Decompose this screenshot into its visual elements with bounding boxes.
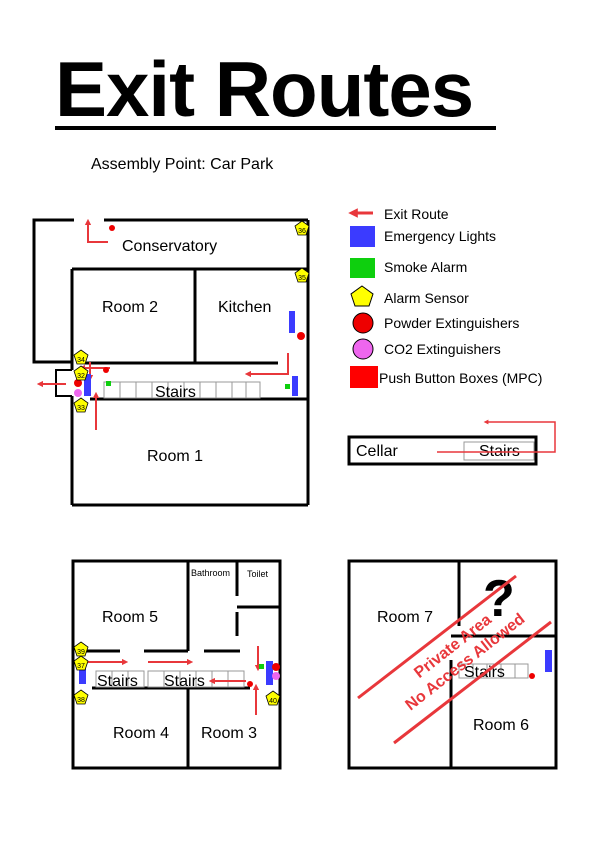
ground-exit-routes (36, 218, 289, 430)
powder-extinguisher-icon (352, 312, 374, 334)
smoke-alarm-icon (285, 384, 290, 389)
room-label-room4: Room 4 (113, 725, 169, 742)
alarm-sensor-icon: 33 (73, 397, 89, 413)
emergency-light-icon (289, 311, 295, 333)
powder-extinguisher-icon (74, 379, 82, 387)
smoke-alarm-icon (350, 258, 375, 278)
page-title: Exit Routes (55, 45, 474, 133)
svg-text:32: 32 (77, 373, 85, 380)
svg-text:33: 33 (77, 405, 85, 412)
powder-extinguisher-icon (272, 663, 280, 671)
legend-label: Push Button Boxes (MPC) (379, 370, 542, 386)
alarm-sensor-icon: 40 (265, 690, 281, 706)
room-label-kitchen: Kitchen (218, 299, 271, 316)
legend-label: CO2 Extinguishers (384, 341, 501, 357)
emergency-light-icon (84, 374, 91, 396)
co2-extinguisher-icon (272, 672, 280, 680)
legend-item-exit-route: Exit Route (348, 206, 449, 222)
co2-extinguisher-icon (74, 389, 82, 397)
legend-label: Alarm Sensor (384, 290, 469, 306)
top-floor-plan (347, 559, 558, 770)
room-label-conservatory: Conservatory (122, 238, 217, 255)
powder-extinguisher-icon (109, 225, 115, 231)
emergency-light-icon (292, 376, 298, 396)
svg-text:38: 38 (77, 697, 85, 704)
legend-item-co2-extinguishers: CO2 Extinguishers (352, 338, 501, 360)
room-label-room6: Room 6 (473, 717, 529, 734)
svg-text:35: 35 (298, 275, 306, 282)
emergency-light-icon (266, 661, 273, 685)
legend-label: Powder Extinguishers (384, 315, 519, 331)
exit-route-arrow (84, 218, 108, 243)
ground-floor-devices: 36 35 34 32 33 (73, 220, 310, 413)
room-label-room2: Room 2 (102, 299, 158, 316)
emergency-light-icon (79, 664, 86, 684)
assembly-point-label: Assembly Point: Car Park (91, 156, 274, 173)
building-wall (71, 559, 282, 770)
first-floor-exit-routes (88, 646, 262, 715)
legend-item-emergency-lights: Emergency Lights (350, 226, 496, 247)
cellar-label: Cellar (356, 443, 398, 460)
room-label-room7: Room 7 (377, 609, 433, 626)
room-label-room3: Room 3 (201, 725, 257, 742)
alarm-sensor-icon: 38 (73, 689, 89, 705)
alarm-sensor-icon: 34 (73, 349, 89, 365)
legend-item-alarm-sensor: Alarm Sensor (350, 285, 469, 307)
svg-text:39: 39 (77, 649, 85, 656)
alarm-sensor-icon: 39 (73, 641, 89, 657)
svg-text:37: 37 (77, 663, 85, 670)
first-floor-stairs (95, 670, 245, 688)
powder-extinguisher-icon (247, 681, 253, 687)
legend-label: Emergency Lights (384, 228, 496, 244)
powder-extinguisher-icon (297, 332, 305, 340)
alarm-sensor-icon: 32 (73, 365, 89, 381)
svg-text:40: 40 (269, 698, 277, 705)
room-label-toilet: Toilet (247, 569, 269, 579)
ground-floor-labels: Conservatory Room 2 Kitchen Stairs Room … (102, 238, 271, 465)
ground-floor-plan (32, 218, 310, 507)
cellar-plan: Cellar Stairs (347, 419, 556, 466)
title-underline (55, 126, 496, 130)
legend-item-powder-extinguishers: Powder Extinguishers (352, 312, 519, 334)
push-button-box-icon (350, 366, 378, 388)
legend: Exit Route Emergency Lights Smoke Alarm … (348, 206, 542, 388)
legend-label: Exit Route (384, 206, 449, 222)
warning-stripe (393, 620, 552, 745)
emergency-light-icon (545, 650, 552, 672)
legend-item-smoke-alarm: Smoke Alarm (350, 258, 467, 278)
co2-extinguisher-icon (352, 338, 374, 360)
room-label-room5: Room 5 (102, 609, 158, 626)
alarm-sensor-icon (350, 285, 374, 307)
powder-extinguisher-icon (529, 673, 535, 679)
warning-stripe (357, 574, 517, 700)
exit-route-arrow (437, 419, 556, 453)
alarm-sensor-icon: 35 (294, 267, 310, 283)
room-label-bathroom: Bathroom (191, 568, 230, 578)
powder-extinguisher-icon (103, 367, 109, 373)
top-floor-stairs (458, 663, 529, 679)
exit-route-arrow (244, 353, 289, 378)
cellar-wall (347, 435, 538, 466)
stairs-label: Stairs (164, 673, 205, 690)
conservatory-wall (32, 218, 74, 364)
svg-text:34: 34 (77, 357, 85, 364)
alarm-sensor-icon: 37 (73, 655, 89, 671)
top-floor-devices (529, 650, 552, 679)
stairs-label: Stairs (155, 384, 196, 401)
alarm-sensor-icon: 36 (294, 220, 310, 236)
smoke-alarm-icon (106, 381, 111, 386)
room-label-room1: Room 1 (147, 448, 203, 465)
first-floor-devices: 39 37 38 40 (73, 641, 281, 706)
first-floor-plan (71, 559, 282, 770)
svg-text:36: 36 (298, 228, 306, 235)
emergency-light-icon (350, 226, 375, 247)
legend-item-push-button-boxes: Push Button Boxes (MPC) (350, 366, 542, 388)
legend-label: Smoke Alarm (384, 259, 467, 275)
cellar-stairs (463, 441, 535, 461)
stairs-label: Stairs (97, 673, 138, 690)
first-floor-labels: Bathroom Toilet Room 5 Stairs Stairs Roo… (97, 568, 269, 742)
smoke-alarm-icon (259, 664, 264, 669)
